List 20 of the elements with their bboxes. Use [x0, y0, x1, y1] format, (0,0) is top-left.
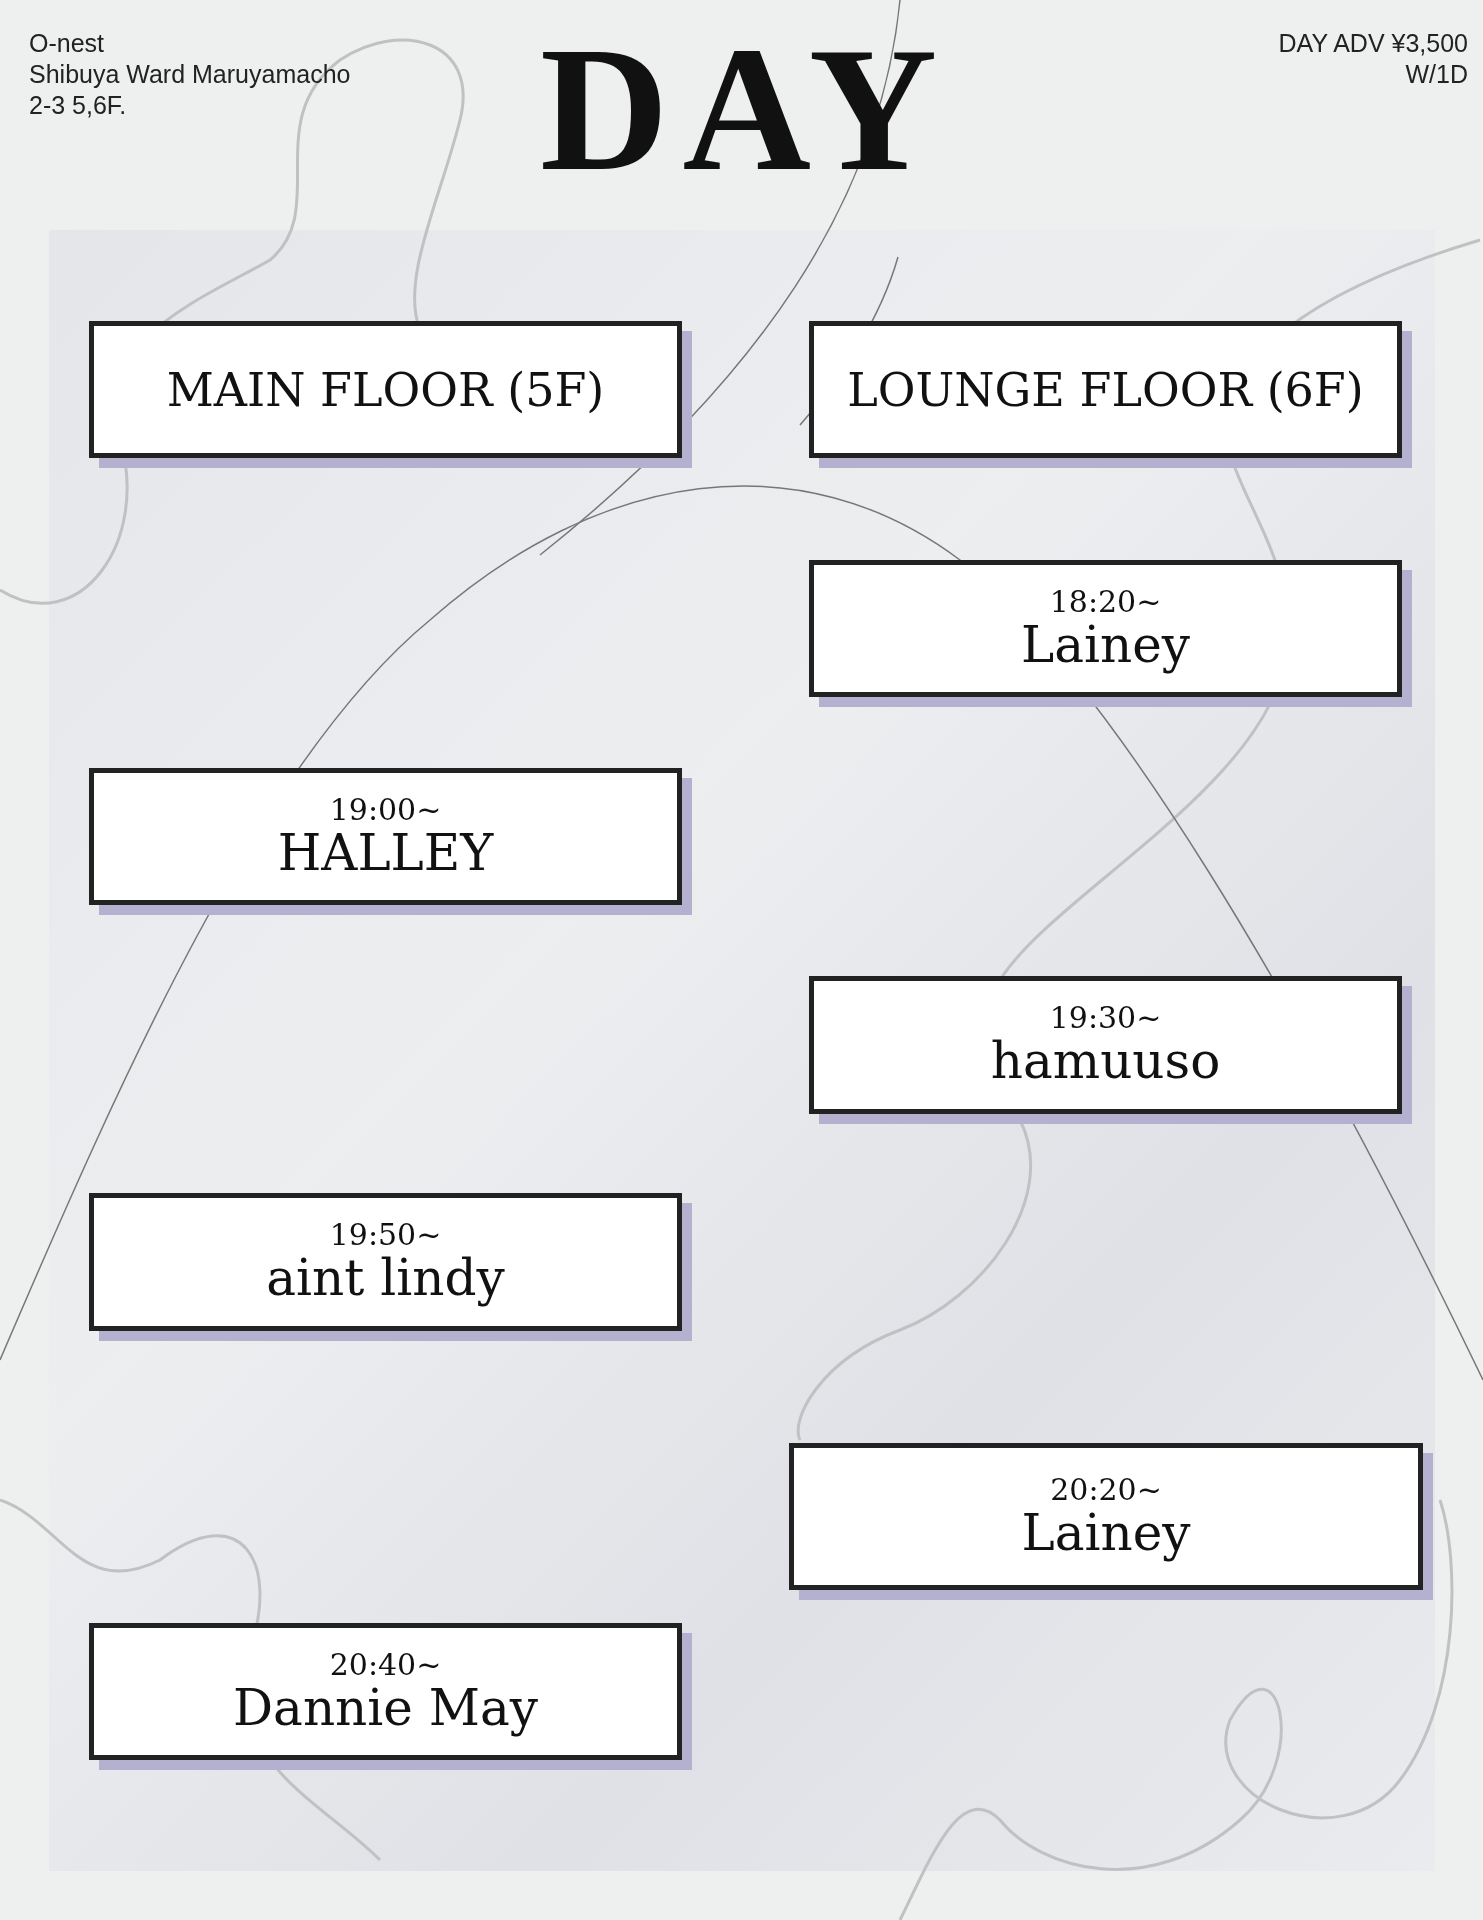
- venue-address: 2-3 5,6F.: [29, 90, 127, 121]
- title-text: DAY: [540, 20, 952, 198]
- artist-name: Lainey: [1020, 617, 1190, 673]
- artist-name: aint lindy: [266, 1251, 505, 1306]
- start-time: 19:00~: [329, 792, 442, 826]
- venue-address: O-nest: [29, 28, 105, 59]
- ticket-price: W/1D: [1405, 59, 1468, 90]
- start-time: 18:20~: [1049, 584, 1162, 618]
- ticket-price: DAY ADV ¥3,500: [1278, 28, 1468, 59]
- start-time: 20:20~: [1050, 1472, 1162, 1506]
- start-time: 20:40~: [329, 1647, 442, 1681]
- start-time: 19:50~: [329, 1218, 442, 1251]
- venue-address: Shibuya Ward Maruyamacho: [29, 59, 351, 90]
- artist-name: hamuuso: [990, 1034, 1221, 1089]
- floor-name: LOUNGE FLOOR (6F): [847, 362, 1364, 417]
- artist-name: Lainey: [1021, 1505, 1191, 1561]
- artist-name: HALLEY: [277, 825, 494, 881]
- floor-name: MAIN FLOOR (5F): [166, 362, 605, 417]
- artist-name: Dannie May: [233, 1680, 538, 1736]
- start-time: 19:30~: [1049, 1001, 1162, 1034]
